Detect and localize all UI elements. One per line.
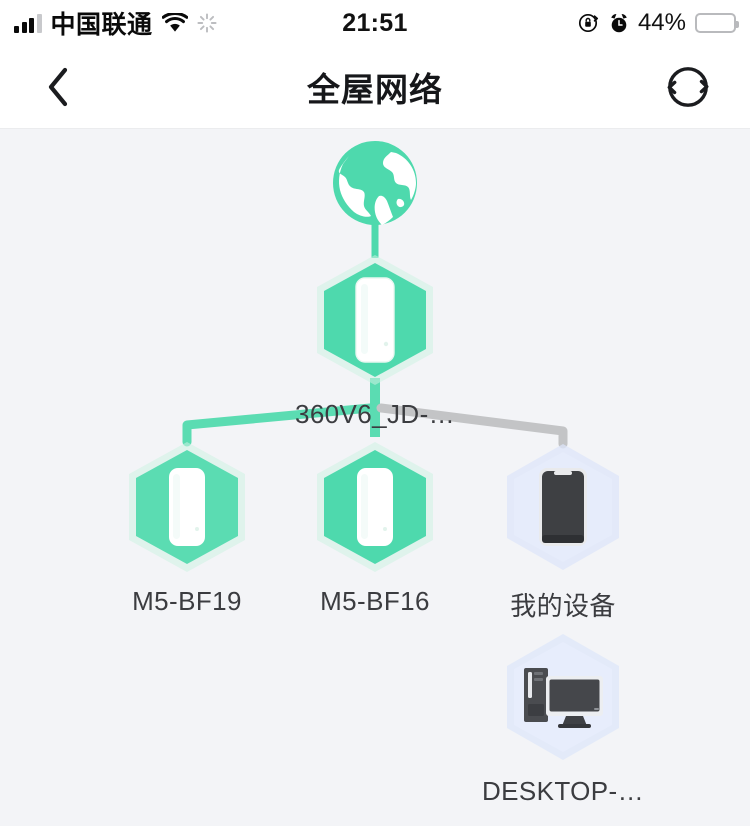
network-topology-canvas: 360V6_JD-… M5-BF19 [0, 130, 750, 826]
node-root-router[interactable]: 360V6_JD-… [285, 245, 465, 430]
status-bar-center: 21:51 [0, 9, 750, 38]
node-label: 我的设备 [510, 591, 616, 621]
router-icon [355, 277, 395, 363]
battery-percent: 44% [637, 9, 686, 36]
router-icon [357, 468, 393, 546]
globe-icon [333, 141, 417, 225]
node-internet[interactable] [295, 138, 455, 233]
chevron-left-icon [48, 67, 68, 107]
node-hex [97, 432, 277, 582]
topology-links [182, 220, 568, 449]
carrier-name: 中国联通 [50, 11, 153, 39]
status-bar-left: 中国联通 [14, 5, 217, 41]
node-label: DESKTOP-… [481, 776, 645, 806]
node-child-2[interactable]: 我的设备 [473, 432, 653, 623]
page-title: 全屋网络 [307, 71, 443, 108]
navigation-bar: 全屋网络 [0, 46, 750, 129]
spinner-icon [196, 13, 217, 33]
refresh-sync-icon [667, 67, 709, 107]
status-clock: 21:51 [342, 8, 408, 37]
router-icon [169, 468, 205, 546]
node-leaf-0[interactable]: DESKTOP-… [473, 622, 653, 807]
wifi-icon [161, 13, 188, 33]
status-bar-right: 44% [578, 9, 739, 37]
node-label: M5-BF16 [320, 586, 430, 616]
battery-icon [695, 13, 739, 33]
node-child-0[interactable]: M5-BF19 [97, 432, 277, 617]
node-child-1[interactable]: M5-BF16 [285, 432, 465, 617]
alarm-clock-icon [609, 13, 629, 34]
back-button[interactable] [36, 65, 80, 109]
node-hex [285, 245, 465, 395]
node-hex [473, 432, 653, 582]
link-root-to-child-2 [376, 403, 568, 449]
refresh-button[interactable] [664, 63, 712, 111]
desktop-pc-icon [524, 668, 603, 728]
node-hex [473, 622, 653, 772]
rotation-lock-icon [578, 12, 600, 34]
node-label: 360V6_JD-… [294, 399, 456, 429]
node-label: M5-BF19 [132, 586, 242, 616]
link-root-to-child-0 [182, 403, 375, 447]
phone-icon [539, 468, 587, 546]
signal-bars-icon [14, 13, 42, 33]
node-hex [285, 432, 465, 582]
status-bar: 中国联通 [0, 0, 750, 46]
